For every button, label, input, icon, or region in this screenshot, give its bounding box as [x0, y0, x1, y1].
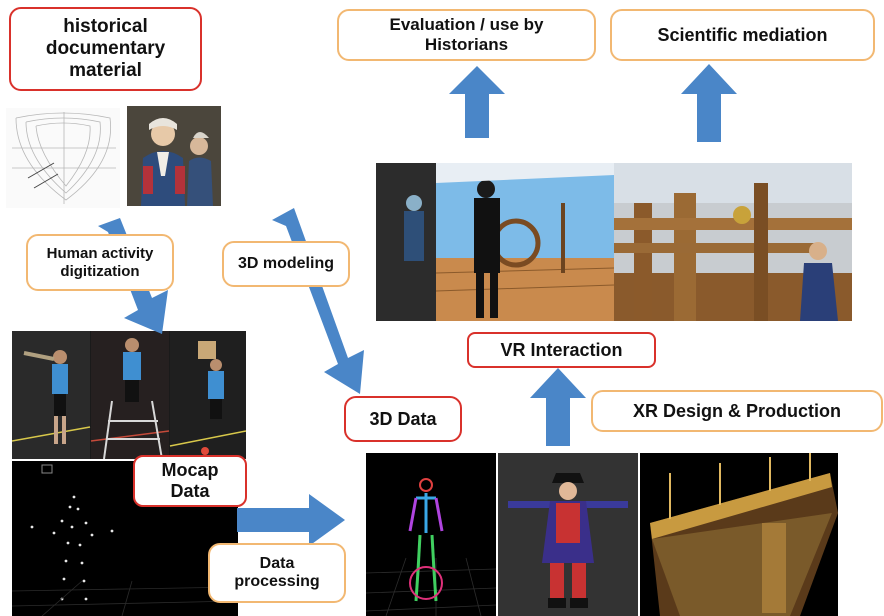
3d-data-box: 3D Data	[344, 396, 462, 442]
3d-data-label: 3D Data	[369, 408, 437, 429]
human-activity-box: Human activity digitization	[26, 234, 174, 291]
mocap-data-label: Mocap Data	[161, 460, 219, 501]
arrow-vr-to-evaluation	[449, 66, 505, 138]
evaluation-label: Evaluation / use by Historians	[389, 15, 544, 54]
scientific-mediation-label: Scientific mediation	[657, 24, 828, 45]
xr-design-box: XR Design & Production	[591, 390, 883, 432]
arrow-xr-to-vr	[530, 368, 586, 446]
human-activity-label: Human activity digitization	[46, 245, 154, 280]
vr-interaction-label: VR Interaction	[500, 339, 623, 360]
historical-documentary-box: historical documentary material	[9, 7, 202, 91]
3d-modeling-label: 3D modeling	[237, 254, 334, 272]
arrow-vr-to-mediation	[681, 64, 737, 142]
data-processing-label: Data processing	[234, 554, 320, 590]
3d-modeling-box: 3D modeling	[222, 241, 350, 287]
mocap-actor-photos	[12, 331, 246, 459]
vr-interaction-photo	[376, 163, 614, 321]
vr-interaction-box: VR Interaction	[467, 332, 656, 368]
3d-character-render	[498, 453, 638, 616]
ship-interior-render	[614, 163, 852, 321]
3d-skeleton-render	[366, 453, 496, 616]
scientific-mediation-box: Scientific mediation	[610, 9, 875, 61]
3d-ship-render	[640, 453, 838, 616]
xr-design-label: XR Design & Production	[632, 400, 841, 421]
mocap-data-box: Mocap Data	[133, 455, 247, 507]
arrow-3d-modeling	[272, 208, 364, 394]
data-processing-box: Data processing	[208, 543, 346, 603]
hull-plan-drawing	[6, 108, 120, 208]
evaluation-box: Evaluation / use by Historians	[337, 9, 596, 61]
historical-portrait-painting	[127, 106, 221, 206]
arrow-data-processing	[237, 494, 345, 546]
historical-documentary-label: historical documentary material	[45, 16, 166, 81]
